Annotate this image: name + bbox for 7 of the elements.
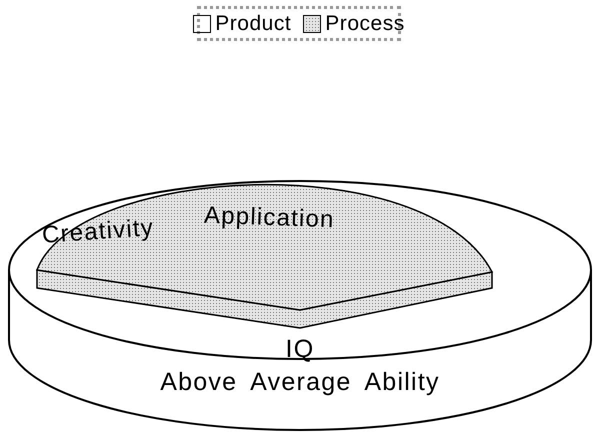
legend-label: Product [215,10,292,37]
base-disk [8,180,592,432]
legend-label: Process [325,10,405,37]
slice-label: Creativity [40,213,156,251]
disk-label: IQ [284,334,316,365]
slice-label: Application [203,200,336,236]
disk-label: Above Average Ability [159,367,441,398]
